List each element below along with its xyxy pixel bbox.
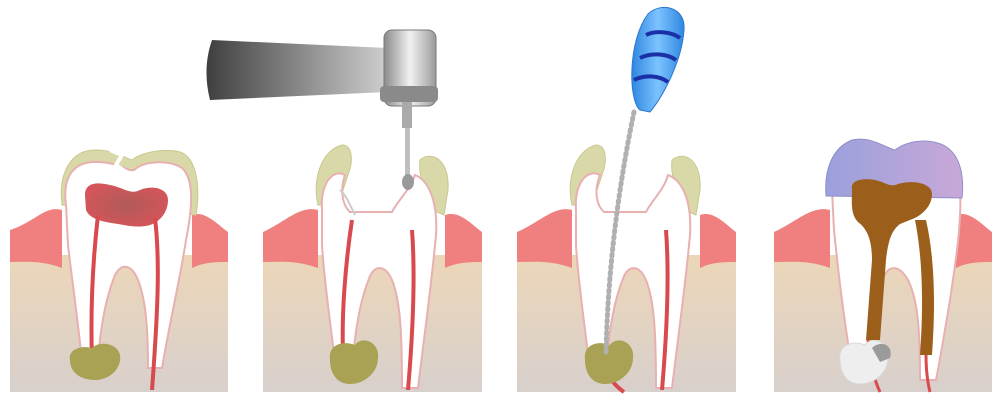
stage-3-cleaning <box>517 6 736 394</box>
abscess <box>584 340 634 384</box>
nerve-right <box>406 229 416 391</box>
abscess <box>329 340 379 384</box>
file-ring-1 <box>645 30 682 40</box>
endodontic-file-icon <box>603 6 685 358</box>
nerve-left <box>89 214 100 361</box>
access-wall <box>339 189 356 216</box>
gum-left <box>774 209 830 268</box>
file-handle <box>631 6 685 113</box>
drill-bit <box>405 128 410 176</box>
healing-tissue <box>872 343 891 362</box>
gum-right <box>956 213 992 268</box>
drill-bur <box>402 174 414 190</box>
file-ring-2 <box>639 52 678 62</box>
abscess <box>69 343 121 380</box>
gum-right <box>445 213 482 268</box>
drill-arm <box>206 40 388 100</box>
stage-1-infected-tooth <box>10 148 228 392</box>
gum-left <box>517 209 572 268</box>
bone <box>10 255 228 392</box>
gum-right <box>700 213 736 268</box>
stage-4-filled-crowned <box>774 138 992 393</box>
file-ring-3 <box>633 74 670 84</box>
nerve-right <box>660 229 670 391</box>
crack-mark <box>109 148 129 186</box>
stage-2-drilling <box>206 29 482 392</box>
infected-pulp <box>85 183 168 227</box>
canal-filling-right <box>915 220 934 355</box>
file-shaft <box>603 109 637 358</box>
gum-left <box>10 209 62 268</box>
dental-drill-icon <box>206 29 438 190</box>
nerve-right <box>924 354 932 393</box>
gum-left <box>263 209 318 268</box>
nerve-right <box>150 217 160 391</box>
pulp-filling <box>851 179 932 340</box>
drill-collar <box>380 86 438 102</box>
gum-right <box>192 213 228 268</box>
drill-chuck <box>402 102 412 128</box>
